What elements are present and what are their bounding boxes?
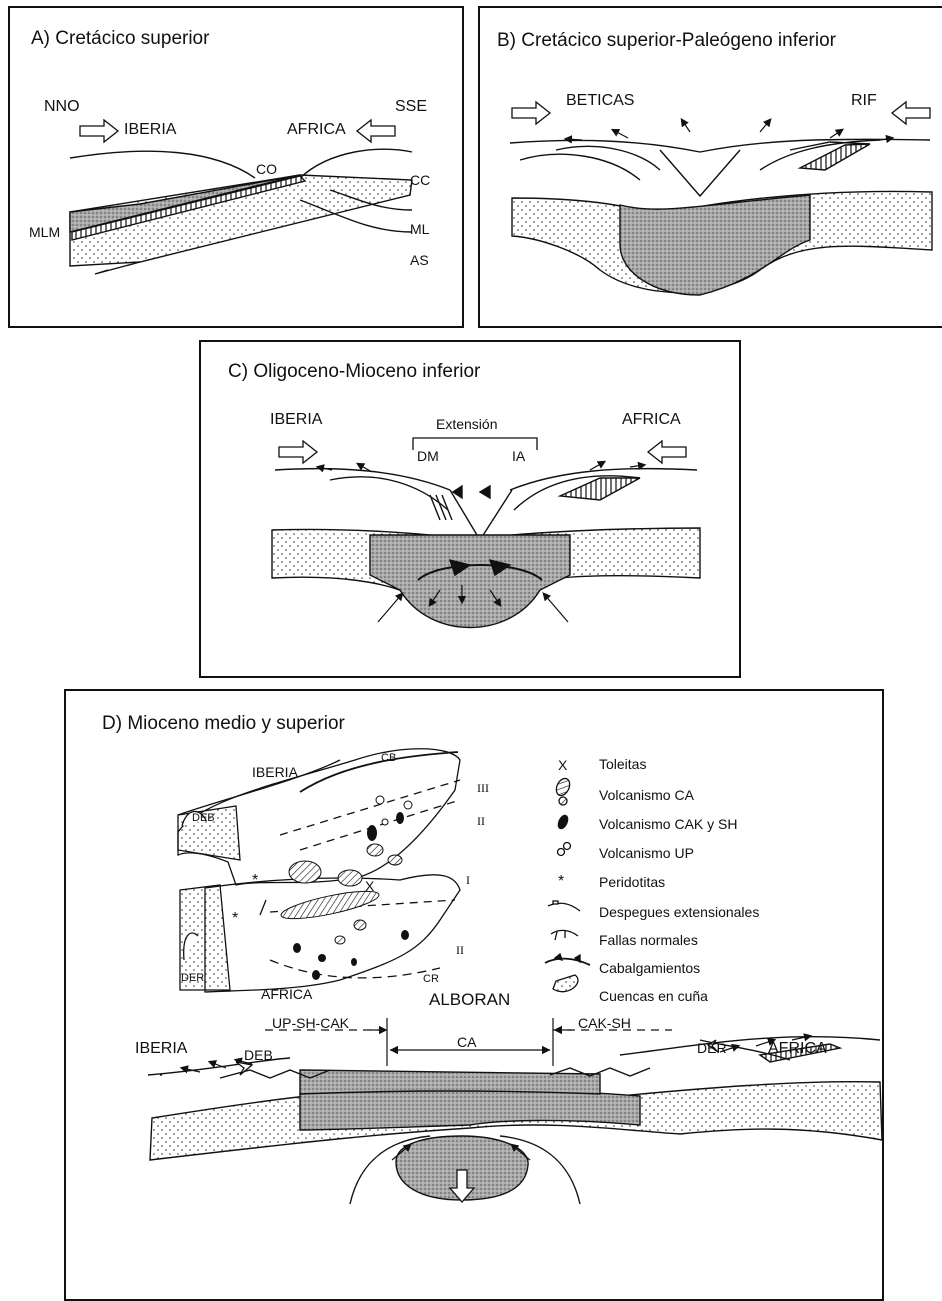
panel-b-title: B) Cretácico superior-Paleógeno inferior (497, 30, 836, 52)
map-label-africa: AFRICA (261, 986, 312, 1002)
map-label-x: X (365, 878, 374, 894)
legend-peridotitas: Peridotitas (599, 874, 665, 890)
map-label-iberia: IBERIA (252, 764, 298, 780)
map-label-ii-bottom: II (456, 943, 464, 958)
label-mlm: MLM (29, 224, 60, 240)
legend-volcanismo-up: Volcanismo UP (599, 845, 694, 861)
panel-a-title: A) Cretácico superior (31, 28, 209, 50)
label-beticas: BETICAS (566, 92, 634, 110)
legend-volcanismo-cak-sh: Volcanismo CAK y SH (599, 816, 738, 832)
label-dm: DM (417, 448, 439, 464)
section-label-africa: AFRICA (768, 1040, 827, 1058)
map-label-der: DER (181, 972, 204, 984)
panel-a-section (70, 149, 412, 274)
legend-star-symbol: * (558, 873, 564, 891)
panel-b-section (510, 139, 932, 295)
label-iberia-c: IBERIA (270, 411, 322, 429)
panel-d-section (148, 860, 882, 1204)
panel-b-small-arrows (566, 120, 892, 140)
map-label-cb: CB (381, 752, 396, 764)
panel-c-title: C) Oligoceno-Mioceno inferior (228, 361, 480, 383)
legend-fallas-normales: Fallas normales (599, 932, 698, 948)
map-label-ii-top: II (477, 814, 485, 829)
label-africa-a: AFRICA (287, 121, 346, 139)
legend-cabalgamientos: Cabalgamientos (599, 960, 700, 976)
label-ml: ML (410, 221, 429, 237)
label-co: CO (256, 161, 277, 177)
label-extension: Extensión (436, 416, 497, 432)
label-iberia-a: IBERIA (124, 121, 176, 139)
label-rif: RIF (851, 92, 877, 110)
legend-volcanismo-ca: Volcanismo CA (599, 787, 694, 803)
legend-despegues: Despegues extensionales (599, 904, 759, 920)
map-label-i: I (466, 873, 470, 888)
legend-x-symbol: X (558, 757, 567, 773)
legend-toleitas: Toleitas (599, 756, 646, 772)
section-label-deb: DEB (244, 1047, 273, 1063)
section-label-up-sh-cak: UP-SH-CAK (272, 1015, 349, 1031)
map-label-iii: III (477, 781, 489, 796)
map-label-cr: CR (423, 973, 439, 985)
legend-symbols (545, 776, 590, 991)
panel-d-map-volcanics (279, 796, 412, 980)
section-label-alboran: ALBORAN (429, 990, 510, 1010)
section-label-iberia: IBERIA (135, 1040, 187, 1058)
panel-c-arrows (279, 441, 686, 463)
label-cc: CC (410, 172, 430, 188)
panel-d-title: D) Mioceno medio y superior (102, 713, 345, 735)
panel-c-section (272, 469, 700, 628)
map-peridotite-2: * (232, 910, 238, 928)
label-ia: IA (512, 448, 525, 464)
label-sse: SSE (395, 98, 427, 116)
label-as: AS (410, 252, 429, 268)
map-label-deb: DEB (192, 812, 215, 824)
label-nno: NNO (44, 98, 80, 116)
map-peridotite-1: * (252, 872, 258, 890)
label-africa-c: AFRICA (622, 411, 681, 429)
section-label-der: DER (697, 1040, 727, 1056)
section-label-cak-sh: CAK-SH (578, 1015, 631, 1031)
legend-cuencas: Cuencas en cuña (599, 988, 708, 1004)
section-label-ca: CA (457, 1034, 476, 1050)
